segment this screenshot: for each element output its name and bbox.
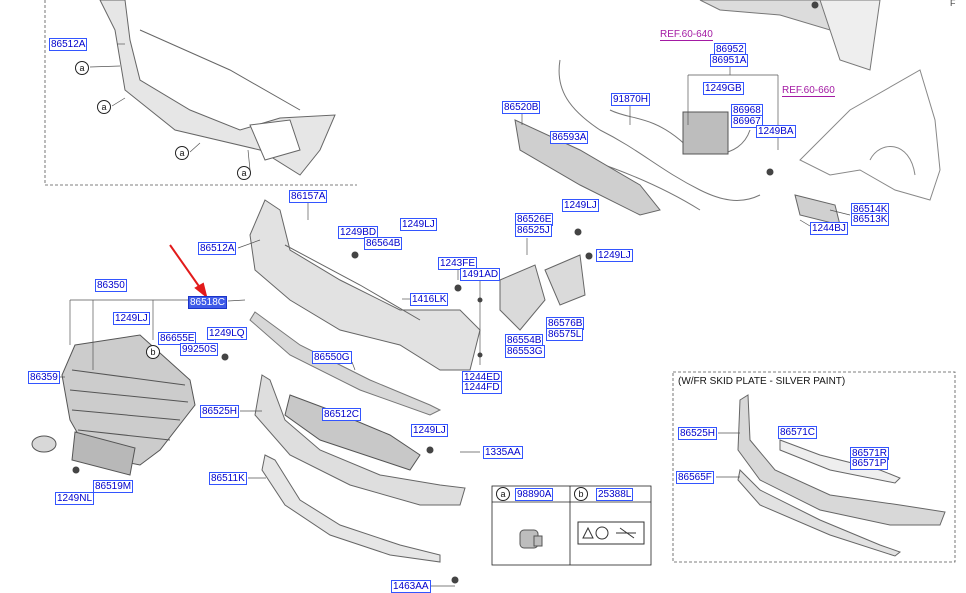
callout-a-1: a (75, 61, 89, 75)
part-label-1249lj-a[interactable]: 1249LJ (400, 218, 437, 231)
part-label-1249lq[interactable]: 1249LQ (207, 327, 247, 340)
skid-plate-detail (737, 394, 946, 557)
fasteners (72, 1, 819, 584)
reference-60-640[interactable]: REF.60-640 (660, 29, 713, 41)
sensor-module (682, 111, 729, 155)
license-plate-bracket (71, 431, 136, 476)
part-label-86512a-top[interactable]: 86512A (49, 38, 88, 51)
part-label-86512a-mid[interactable]: 86512A (198, 242, 237, 255)
part-label-86655e[interactable]: 86655E (158, 332, 197, 345)
part-label-1249lj-b[interactable]: 1249LJ (562, 199, 599, 212)
part-label-86571c[interactable]: 86571C (778, 426, 818, 439)
part-label-1249nl[interactable]: 1249NL (55, 492, 95, 505)
callout-b-1: b (146, 345, 160, 359)
detail-frame-top (44, 0, 357, 186)
part-label-1463aa[interactable]: 1463AA (391, 580, 431, 593)
part-label-1249lj-c[interactable]: 1249LJ (596, 249, 633, 262)
sensor-warning-table (491, 485, 652, 566)
skid-plate-frame (672, 371, 956, 563)
part-label-86575l[interactable]: 86575L (546, 328, 584, 341)
callout-b-table: b (574, 487, 588, 501)
part-label-86513k[interactable]: 86513K (851, 213, 890, 226)
part-label-86511k[interactable]: 86511K (209, 472, 247, 485)
upper-bracket (699, 0, 881, 71)
part-label-86571p[interactable]: 86571P (850, 457, 889, 470)
callout-a-3: a (175, 146, 189, 160)
callout-a-table: a (496, 487, 510, 501)
skid-strip-main (261, 454, 441, 563)
part-label-86525h-b[interactable]: 86525H (678, 427, 718, 440)
part-label-1244bj[interactable]: 1244BJ (810, 222, 848, 235)
radiator-grille (61, 334, 196, 466)
callout-a-4: a (237, 166, 251, 180)
part-label-25388l[interactable]: 25388L (596, 488, 634, 501)
lower-bumper (254, 374, 466, 506)
part-label-86553g[interactable]: 86553G (505, 345, 545, 358)
bumper-carrier (249, 199, 481, 371)
part-label-1249bd[interactable]: 1249BD (338, 226, 379, 239)
part-label-86157a[interactable]: 86157A (289, 190, 328, 203)
part-label-1249lj-e[interactable]: 1249LJ (411, 424, 448, 437)
side-brackets (499, 254, 586, 331)
part-label-86564b[interactable]: 86564B (364, 237, 403, 250)
part-label-1249lj-d[interactable]: 1249LJ (113, 312, 150, 325)
part-label-1249ba[interactable]: 1249BA (756, 125, 796, 138)
part-label-1249gb[interactable]: 1249GB (703, 82, 744, 95)
bumper-cover-detail-top (99, 0, 336, 176)
part-label-86951a[interactable]: 86951A (710, 54, 749, 67)
part-label-86967[interactable]: 86967 (731, 115, 763, 128)
headlamp-bracket (794, 194, 841, 226)
part-label-1243fe[interactable]: 1243FE (438, 257, 478, 270)
part-label-1416lk[interactable]: 1416LK (410, 293, 449, 306)
part-label-86525h-a[interactable]: 86525H (200, 405, 240, 418)
parking-sensor (519, 529, 543, 549)
part-label-98890a[interactable]: 98890A (515, 488, 554, 501)
part-label-91870h[interactable]: 91870H (611, 93, 651, 106)
part-label-1244fd[interactable]: 1244FD (462, 381, 502, 394)
part-label-86518c[interactable]: 86518C (188, 296, 228, 309)
skid-plate-note: (W/FR SKID PLATE - SILVER PAINT) (678, 376, 846, 387)
part-label-1244ed[interactable]: 1244ED (462, 371, 503, 384)
part-label-86519m[interactable]: 86519M (93, 480, 134, 493)
part-label-86520b[interactable]: 86520B (502, 101, 541, 114)
part-label-86550g[interactable]: 86550G (312, 351, 352, 364)
part-label-86525j[interactable]: 86525J (515, 224, 552, 237)
part-label-86359[interactable]: 86359 (28, 371, 60, 384)
callout-a-2: a (97, 100, 111, 114)
fender (799, 69, 941, 201)
part-label-1491ad[interactable]: 1491AD (460, 268, 501, 281)
emblem (31, 435, 57, 453)
warning-label (577, 521, 645, 545)
reference-60-660[interactable]: REF.60-660 (782, 85, 835, 97)
part-label-99250s[interactable]: 99250S (180, 343, 219, 356)
red-arrow (169, 244, 208, 299)
part-label-86593a[interactable]: 86593A (550, 131, 589, 144)
part-label-86512c[interactable]: 86512C (322, 408, 362, 421)
part-label-86350[interactable]: 86350 (95, 279, 127, 292)
part-label-1335aa[interactable]: 1335AA (483, 446, 523, 459)
part-label-86565f[interactable]: 86565F (676, 471, 714, 484)
corner-text: F (950, 0, 956, 8)
